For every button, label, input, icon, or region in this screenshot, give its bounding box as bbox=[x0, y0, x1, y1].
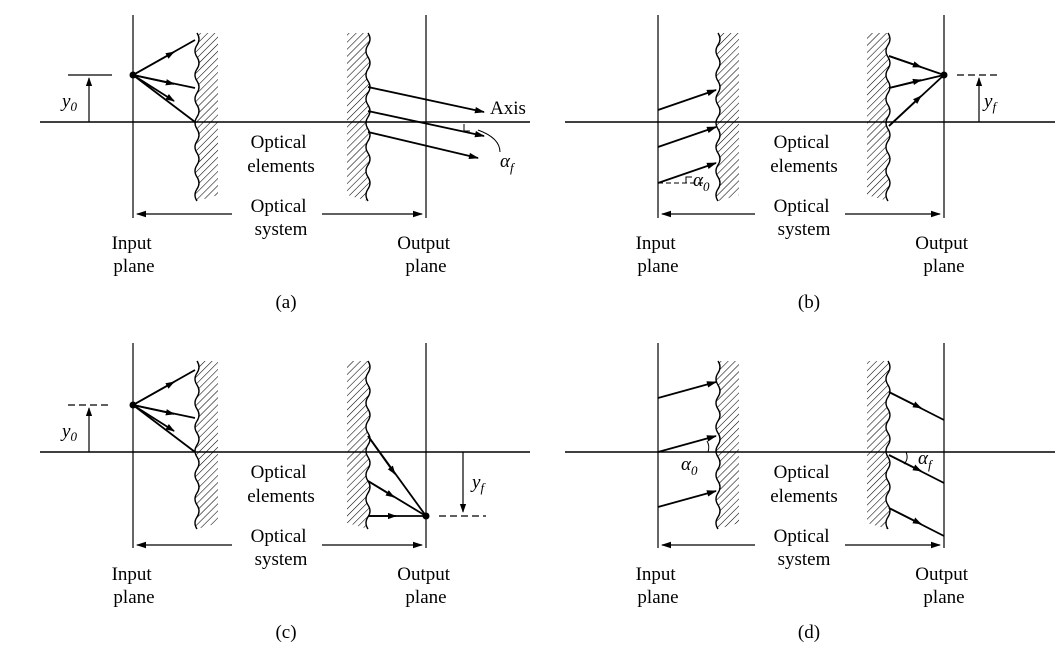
alpha0-label: α0 bbox=[693, 170, 710, 194]
input-rays bbox=[657, 381, 717, 508]
y0-label: y0 bbox=[60, 421, 77, 444]
optical-system-label: Optical system bbox=[251, 526, 312, 570]
panel-a: y0 Axis αf Optical elements Optical syst… bbox=[40, 15, 530, 313]
optical-elements-label: Optical elements bbox=[247, 132, 315, 177]
alpha-f-label: αf bbox=[918, 448, 934, 472]
alpha0-angle-mark bbox=[685, 176, 692, 183]
panel-caption: (a) bbox=[275, 292, 296, 313]
optical-element-right-surface bbox=[885, 32, 891, 202]
panel-b: α0 yf Optical elements Optical system In… bbox=[565, 15, 1055, 313]
input-rays bbox=[657, 89, 717, 184]
yf-label: yf bbox=[470, 472, 486, 495]
optical-system-label: Optical system bbox=[774, 196, 835, 240]
panel-caption: (c) bbox=[275, 622, 296, 643]
alpha-f-leader bbox=[477, 129, 501, 153]
optical-elements-label: Optical elements bbox=[247, 462, 315, 507]
alpha-f-label: αf bbox=[500, 151, 516, 175]
optical-element-left-hatch bbox=[195, 33, 218, 201]
optical-element-left-surface bbox=[715, 32, 721, 202]
output-rays bbox=[367, 435, 427, 520]
input-plane-label: Input plane bbox=[636, 564, 681, 608]
optical-element-right-surface bbox=[365, 32, 371, 202]
output-plane-label: Output plane bbox=[397, 564, 455, 608]
output-rays bbox=[888, 391, 945, 537]
axis-label: Axis bbox=[490, 98, 526, 119]
optical-element-right-surface bbox=[365, 360, 371, 530]
alpha-f-angle-arc bbox=[903, 451, 908, 465]
optical-element-left-surface bbox=[715, 360, 721, 530]
y0-label: y0 bbox=[60, 91, 77, 114]
alpha-f-angle-mark bbox=[463, 124, 470, 132]
yf-label: yf bbox=[982, 91, 998, 114]
optical-element-left-surface bbox=[194, 360, 200, 530]
optical-element-left-hatch bbox=[716, 33, 739, 201]
input-plane-label: Input plane bbox=[636, 233, 681, 277]
alpha0-label: α0 bbox=[681, 454, 698, 478]
optical-element-left-hatch bbox=[195, 361, 218, 529]
optical-element-left-surface bbox=[194, 32, 200, 202]
input-plane-label: Input plane bbox=[112, 564, 157, 608]
output-plane-label: Output plane bbox=[397, 233, 455, 277]
optical-element-right-hatch bbox=[867, 33, 890, 201]
output-rays bbox=[888, 55, 945, 127]
output-rays bbox=[367, 86, 485, 160]
panel-caption: (d) bbox=[798, 622, 820, 643]
input-rays bbox=[132, 369, 196, 453]
input-rays bbox=[132, 39, 196, 123]
optical-element-right-surface bbox=[885, 360, 891, 530]
panel-caption: (b) bbox=[798, 292, 820, 313]
optical-element-right-hatch bbox=[347, 361, 370, 529]
output-plane-label: Output plane bbox=[915, 564, 973, 608]
panel-d: α0 αf Optical elements Optical system In… bbox=[565, 343, 1055, 643]
optical-element-left-hatch bbox=[716, 361, 739, 529]
optical-element-right-hatch bbox=[347, 33, 370, 201]
panel-c: y0 yf Optical elements Optical system In… bbox=[40, 343, 530, 643]
alpha0-angle-arc bbox=[706, 440, 710, 453]
optical-system-label: Optical system bbox=[251, 196, 312, 240]
optical-element-right-hatch bbox=[867, 361, 890, 529]
output-plane-label: Output plane bbox=[915, 233, 973, 277]
optical-elements-label: Optical elements bbox=[770, 462, 838, 507]
optical-system-label: Optical system bbox=[774, 526, 835, 570]
optical-elements-label: Optical elements bbox=[770, 132, 838, 177]
input-plane-label: Input plane bbox=[112, 233, 157, 277]
